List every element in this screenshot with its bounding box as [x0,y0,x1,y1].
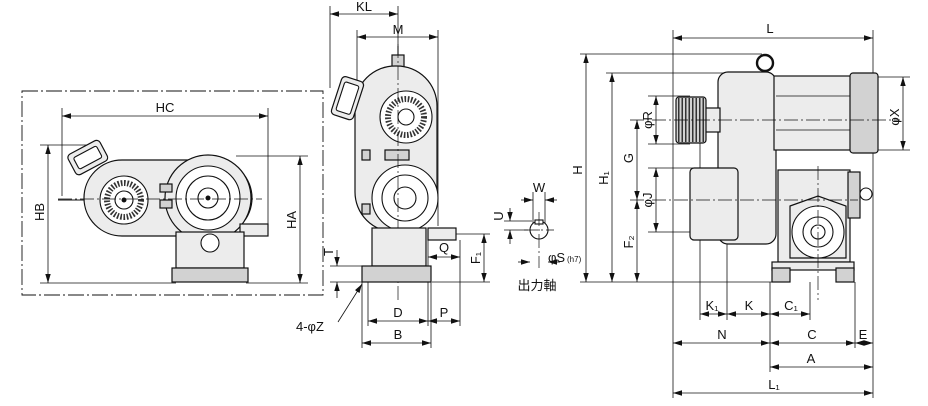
dim-label-hc: HC [156,100,175,115]
dim-label-m: M [393,22,404,37]
dim-label-e: E [859,327,868,342]
dim-label-l1: L₁ [768,377,780,392]
dim-label-s: φS [548,250,565,265]
upper-gear-hub [397,108,415,126]
dim-label-z: 4-φZ [296,319,324,334]
motor-end-cap [849,72,879,154]
dim-label-b: B [394,327,403,342]
output-shaft-caption: 出力軸 [517,279,556,294]
foot-plate [171,267,249,283]
side-flange [847,171,861,219]
bolt-block [361,203,371,215]
dim-label-j: φJ [640,193,655,208]
lower-gear-ring [381,174,429,222]
large-gear-center [205,195,211,201]
leader-line-z [337,283,363,323]
dim-label-l: L [766,21,773,36]
dim-label-k: K [745,298,754,313]
dim-label-c1: C₁ [784,298,798,313]
dim-label-t: T [321,248,336,256]
output-shaft-detail: W U φS (h7) 出力軸 [491,180,582,294]
dim-label-h: H [570,165,585,174]
upper-gear-teeth [385,96,427,138]
lower-gear-hub [393,186,417,210]
motor-frame [773,75,853,151]
motor-view: L H H₁ G F₂ φR φJ φX K₁ K C₁ N C E A L₁ [570,21,910,398]
dim-label-f2: F₂ [621,236,636,249]
dim-label-x: φX [887,108,902,125]
side-view: HC HB HA [21,90,324,296]
pedestal-bore [200,233,220,253]
side-flange-boss [859,187,873,201]
dim-label-c: C [807,327,816,342]
dim-label-f1: F₁ [468,251,483,264]
bolt-block [159,183,173,193]
small-gear-center [121,197,127,203]
bolt-block [159,199,173,209]
dim-label-p: P [440,305,449,320]
dim-label-g: G [621,153,636,163]
lower-control-box [689,167,739,241]
foot-plate [361,265,432,283]
pedestal [371,227,427,267]
handle-box [67,139,109,176]
dim-label-k1: K₁ [705,298,719,313]
front-view: KL M T F₁ Q D P B 4-φZ [296,0,490,348]
output-shaft [427,227,457,241]
foot [771,267,791,283]
bolt-block [361,149,371,161]
output-shaft [239,223,269,237]
lifting-eye [755,53,775,73]
dim-label-kl: KL [356,0,372,14]
dim-label-a: A [807,351,816,366]
foot [835,267,855,283]
dim-label-s-fit: (h7) [567,255,582,264]
dim-label-q: Q [439,240,449,255]
dim-label-h1: H₁ [596,171,611,185]
dim-label-d: D [393,305,402,320]
side-view-boundary-frame [21,90,324,296]
base-plate [771,261,855,271]
dim-label-ha: HA [284,211,299,229]
dim-label-w: W [533,180,546,195]
dim-label-u: U [491,211,506,220]
large-gear-ring [185,175,231,221]
dim-label-n: N [717,327,726,342]
small-gear-teeth [104,180,144,220]
name-plate [384,149,410,161]
handle-box [330,76,365,121]
dim-label-hb: HB [32,203,47,221]
dim-label-r: φR [640,111,655,129]
